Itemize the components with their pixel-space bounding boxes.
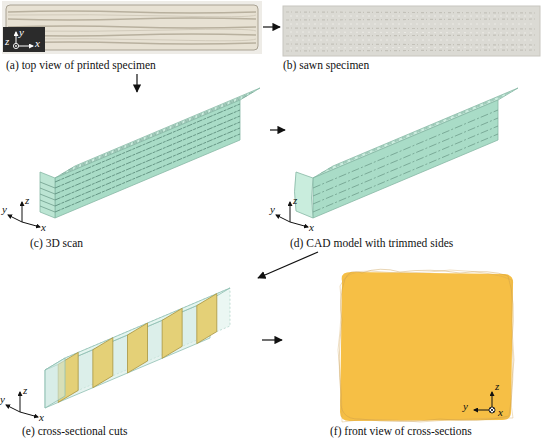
sawn-specimen-photo bbox=[283, 6, 540, 56]
axis-label: x bbox=[41, 222, 46, 233]
axis-label: y bbox=[270, 204, 275, 215]
axis-label: y bbox=[2, 204, 7, 215]
section-overlay bbox=[338, 269, 514, 422]
axis-label: z bbox=[5, 36, 9, 47]
panel-caption: (d) CAD model with trimmed sides bbox=[290, 237, 535, 250]
cad-axes bbox=[276, 202, 308, 227]
panel-caption: (e) cross-sectional cuts bbox=[22, 425, 262, 438]
panel-caption: (f) front view of cross-sections bbox=[330, 425, 535, 438]
scan-model bbox=[8, 88, 260, 227]
axis-label: z bbox=[25, 195, 29, 206]
figure-panel: (b) sawn specimen bbox=[280, 0, 545, 74]
process-arrow bbox=[136, 74, 137, 92]
axis-label: x bbox=[498, 407, 503, 418]
panel-caption: (a) top view of printed specimen bbox=[6, 59, 263, 72]
axis-label: y bbox=[19, 27, 24, 38]
process-arrow bbox=[263, 26, 280, 27]
figure-panel: (a) top view of printed specimen bbox=[3, 0, 263, 74]
figure-panel: (c) 3D scan bbox=[0, 92, 270, 252]
panel-caption: (b) sawn specimen bbox=[283, 59, 545, 72]
axis-label: x bbox=[39, 412, 44, 423]
axis-label: z bbox=[293, 195, 297, 206]
axis-label: x bbox=[35, 38, 40, 49]
specimen-photo bbox=[2, 1, 262, 54]
figure-panel: (f) front view of cross-sections bbox=[282, 262, 535, 440]
process-arrow bbox=[258, 252, 318, 278]
process-arrow bbox=[262, 339, 282, 340]
cut-model bbox=[6, 288, 230, 417]
axis-label: y bbox=[0, 394, 5, 405]
axis-label: z bbox=[23, 385, 27, 396]
axis-label: z bbox=[495, 381, 499, 392]
cad-model bbox=[295, 88, 519, 218]
axis-label: y bbox=[463, 401, 468, 412]
panel-caption: (c) 3D scan bbox=[30, 237, 270, 250]
axis-label: x bbox=[309, 222, 314, 233]
figure-panel: (d) CAD model with trimmed sides bbox=[285, 92, 535, 252]
process-arrow bbox=[270, 129, 285, 130]
